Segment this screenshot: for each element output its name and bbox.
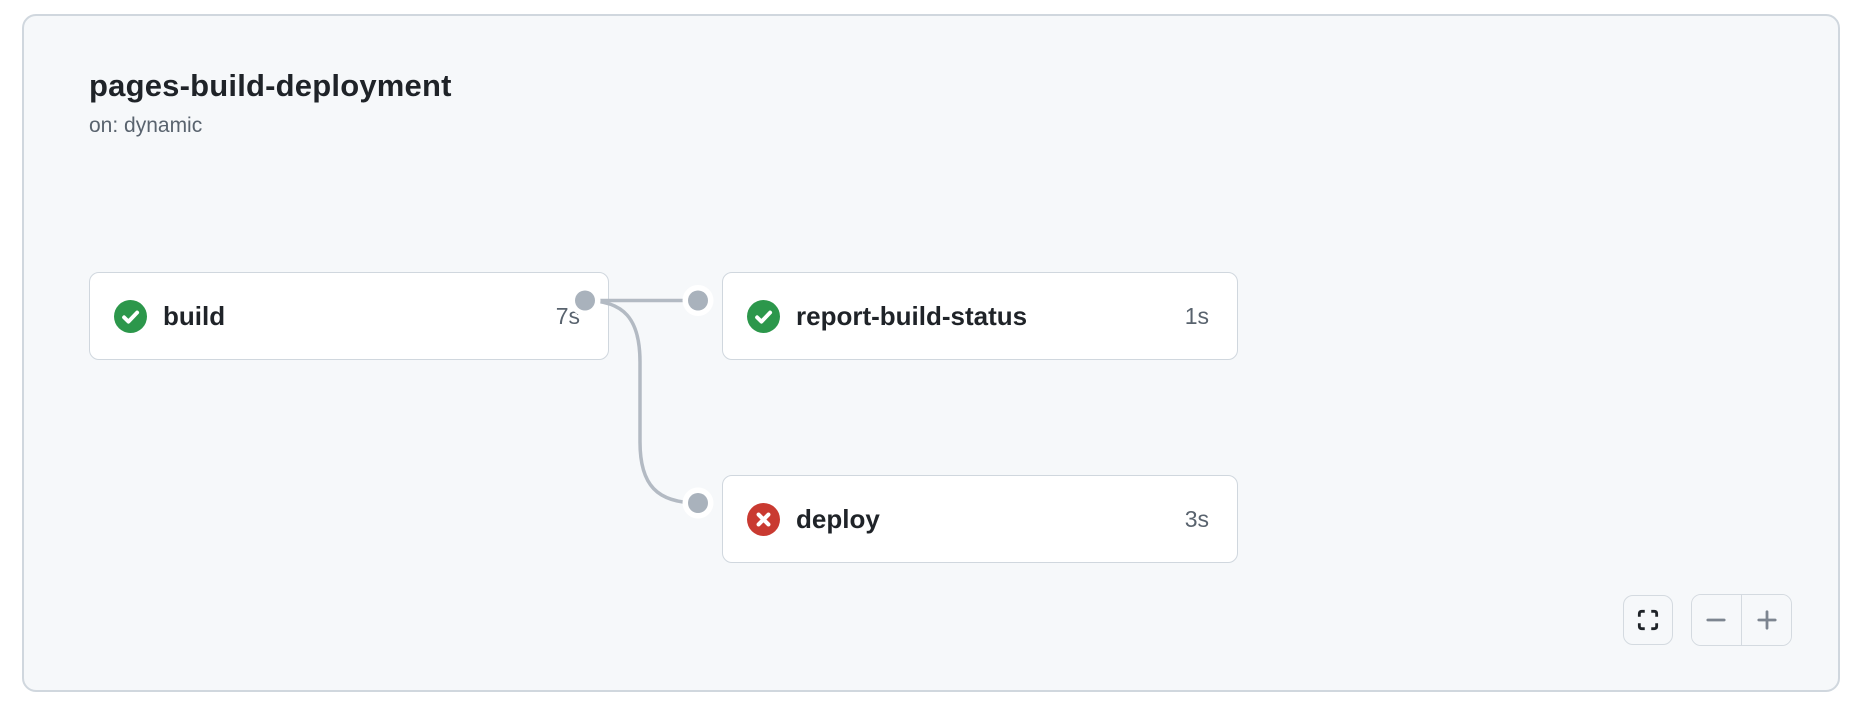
workflow-graph-panel: pages-build-deployment on: dynamic build… — [22, 14, 1840, 692]
check-circle-icon — [114, 299, 147, 333]
job-duration: 1s — [1184, 302, 1209, 329]
job-node-deploy[interactable]: deploy 3s — [722, 475, 1238, 563]
job-label: build — [163, 300, 226, 331]
job-duration: 3s — [1184, 505, 1209, 532]
plus-icon — [1756, 610, 1777, 630]
zoom-controls-divider — [1740, 595, 1742, 645]
screen-full-icon — [1637, 609, 1658, 631]
graph-controls — [1622, 594, 1792, 646]
minus-icon — [1706, 618, 1726, 622]
job-duration: 7s — [555, 302, 580, 329]
x-circle-icon — [747, 502, 780, 536]
job-node-report-build-status[interactable]: report-build-status 1s — [722, 272, 1238, 360]
check-circle-icon — [747, 299, 780, 333]
job-label: report-build-status — [796, 300, 1028, 331]
workflow-trigger: on: dynamic — [89, 114, 203, 137]
fullscreen-button[interactable] — [1622, 595, 1673, 645]
job-node-build[interactable]: build 7s — [89, 272, 609, 360]
zoom-in-button[interactable] — [1742, 595, 1791, 645]
job-label: deploy — [796, 503, 880, 534]
zoom-out-button[interactable] — [1691, 595, 1741, 645]
zoom-controls — [1690, 594, 1792, 646]
workflow-title: pages-build-deployment — [89, 68, 452, 103]
